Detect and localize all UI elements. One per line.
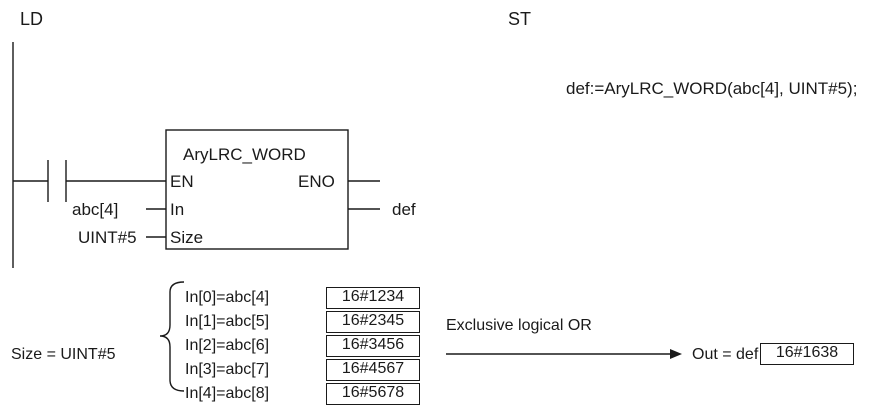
element-value: 16#5678: [326, 383, 420, 405]
in-input-label: In: [170, 200, 185, 219]
element-label: In[4]=abc[8]: [185, 385, 270, 402]
out-variable: def: [392, 200, 416, 219]
element-label: In[2]=abc[6]: [185, 337, 270, 354]
en-input-label: EN: [170, 172, 194, 191]
size-equation: Size = UINT#5: [11, 346, 116, 363]
size-input-label: Size: [170, 228, 204, 247]
element-label: In[0]=abc[4]: [185, 289, 270, 306]
element-value: 16#3456: [326, 335, 420, 357]
result-label: Out = def: [692, 346, 759, 363]
element-value: 16#1234: [326, 287, 420, 309]
ld-label: LD: [20, 9, 44, 29]
result-value: 16#1638: [760, 343, 854, 365]
element-label: In[1]=abc[5]: [185, 313, 270, 330]
in-variable: abc[4]: [72, 200, 119, 219]
function-block-name: AryLRC_WORD: [183, 145, 306, 164]
st-code: def:=AryLRC_WORD(abc[4], UINT#5);: [566, 79, 858, 98]
element-label: In[3]=abc[7]: [185, 361, 270, 378]
st-label: ST: [508, 9, 532, 29]
element-value: 16#2345: [326, 311, 420, 333]
element-value: 16#4567: [326, 359, 420, 381]
left-brace: [159, 281, 185, 392]
operation-label: Exclusive logical OR: [446, 317, 592, 334]
size-variable: UINT#5: [78, 228, 137, 247]
eno-output-label: ENO: [298, 172, 335, 191]
arrow-head: [670, 349, 682, 359]
function-block: [165, 129, 349, 250]
